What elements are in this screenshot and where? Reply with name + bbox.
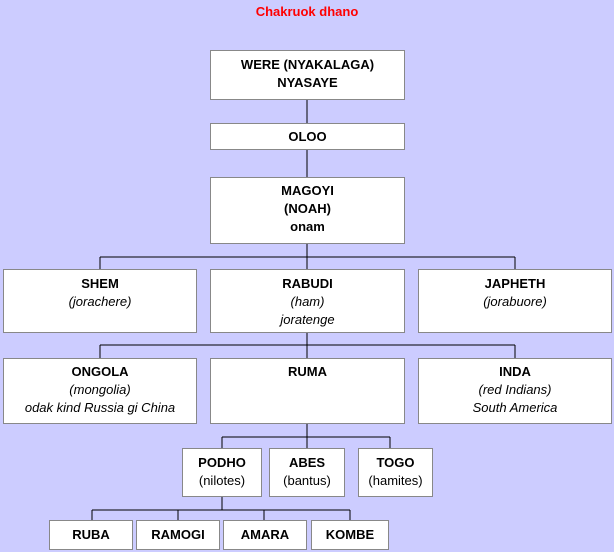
node-japheth: JAPHETH (jorabuore) <box>418 269 612 333</box>
node-togo-name: TOGO <box>376 455 415 470</box>
node-amara: AMARA <box>223 520 307 550</box>
node-togo: TOGO (hamites) <box>358 448 433 497</box>
node-magoyi-name: MAGOYI <box>281 183 334 198</box>
node-shem-desc: (jorachere) <box>68 294 132 309</box>
node-were-alias: NYASAYE <box>277 75 338 90</box>
node-ongola-alias: (mongolia) <box>69 382 131 397</box>
node-ongola-name: ONGOLA <box>71 364 129 379</box>
node-inda-desc: South America <box>472 400 558 415</box>
node-ruba: RUBA <box>49 520 133 550</box>
node-ruba-name: RUBA <box>72 527 110 542</box>
node-ongola: ONGOLA (mongolia) odak kind Russia gi Ch… <box>3 358 197 424</box>
node-magoyi: MAGOYI (NOAH) onam <box>210 177 405 244</box>
node-were: WERE (NYAKALAGA) NYASAYE <box>210 50 405 100</box>
node-podho: PODHO (nilotes) <box>182 448 262 497</box>
node-togo-desc: (hamites) <box>368 473 423 488</box>
node-rabudi-name: RABUDI <box>282 276 333 291</box>
node-amara-name: AMARA <box>240 527 290 542</box>
node-kombe-name: KOMBE <box>325 527 375 542</box>
node-kombe: KOMBE <box>311 520 389 550</box>
node-japheth-name: JAPHETH <box>484 276 546 291</box>
node-magoyi-alias: (NOAH) <box>284 201 331 216</box>
node-rabudi-desc: joratenge <box>280 312 335 327</box>
node-inda-alias: (red Indians) <box>478 382 552 397</box>
node-oloo: OLOO <box>210 123 405 150</box>
node-podho-name: PODHO <box>198 455 246 470</box>
node-ruma-name: RUMA <box>288 364 327 379</box>
node-abes: ABES (bantus) <box>269 448 345 497</box>
node-rabudi-alias: (ham) <box>290 294 325 309</box>
node-abes-name: ABES <box>288 455 326 470</box>
diagram-title: Chakruok dhano <box>255 4 359 19</box>
node-inda-name: INDA <box>499 364 531 379</box>
node-magoyi-note: onam <box>290 219 325 234</box>
node-inda: INDA (red Indians) South America <box>418 358 612 424</box>
node-shem: SHEM (jorachere) <box>3 269 197 333</box>
node-ruma: RUMA <box>210 358 405 424</box>
node-rabudi: RABUDI (ham) joratenge <box>210 269 405 333</box>
node-japheth-desc: (jorabuore) <box>483 294 547 309</box>
node-ongola-desc: odak kind Russia gi China <box>24 400 176 415</box>
node-podho-desc: (nilotes) <box>198 473 246 488</box>
node-shem-name: SHEM <box>81 276 119 291</box>
node-ramogi: RAMOGI <box>136 520 220 550</box>
node-ramogi-name: RAMOGI <box>151 527 205 542</box>
node-oloo-name: OLOO <box>288 129 327 144</box>
node-abes-desc: (bantus) <box>283 473 331 488</box>
node-were-name: WERE (NYAKALAGA) <box>240 57 375 72</box>
